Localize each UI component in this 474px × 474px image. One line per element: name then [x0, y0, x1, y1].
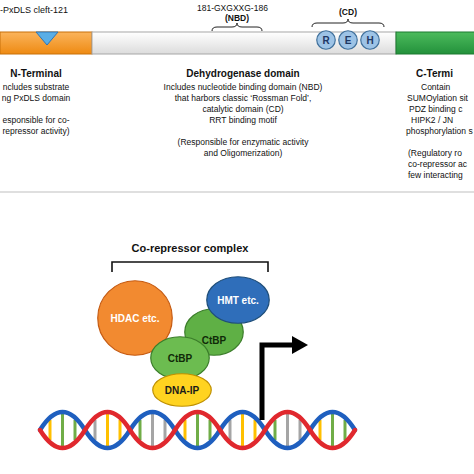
node-text: R	[322, 35, 329, 46]
dna-rung	[331, 413, 334, 447]
residue-circle: R	[316, 30, 336, 50]
nbd-brace	[212, 23, 262, 31]
dna-strand	[40, 412, 355, 448]
node-body: H	[360, 30, 380, 50]
motif-label: 181-GXGXXG-186	[197, 3, 268, 14]
transcription-arrow	[262, 345, 294, 420]
dna-rung	[74, 420, 77, 440]
dna-rung	[209, 420, 212, 440]
complex-heading: Co-repressor complex	[132, 243, 249, 254]
dna-rung	[254, 420, 257, 440]
node-text: E	[345, 35, 352, 46]
dna-rung	[274, 420, 277, 440]
dna-rung	[241, 413, 244, 447]
region-text: Includes nucleotide binding domain (NBD)…	[160, 82, 326, 104]
cleft-marker	[36, 32, 58, 45]
node-ellipse	[361, 31, 380, 50]
dna-rung	[49, 420, 52, 440]
region-text: SUMOylation sit	[407, 93, 468, 104]
dna-rung	[61, 413, 64, 447]
region-text: HIPK2 / JN	[411, 115, 453, 126]
region-text: RRT binding motif	[209, 115, 277, 126]
node-body: R	[316, 30, 336, 50]
node-text: CtBP	[168, 353, 192, 364]
region-text: phosphorylation s	[406, 126, 473, 137]
dna-rung	[299, 420, 302, 440]
hmt-blob: HMT etc.	[206, 276, 270, 324]
dna-rung	[229, 420, 232, 440]
dna-rung	[94, 420, 97, 440]
region-text: (Regulatory ro co-repressor ac few inter…	[408, 148, 470, 181]
node-ellipse	[317, 31, 336, 50]
region-text: ncludes substrate ng PxDLS domain	[0, 82, 72, 104]
node-text: HDAC etc.	[111, 313, 160, 324]
dehydrogenase-segment	[92, 32, 396, 54]
dna-rung	[319, 420, 322, 440]
complex-bracket	[112, 262, 268, 272]
dna-rung	[106, 413, 109, 447]
node-ellipse	[153, 374, 212, 407]
motif-label: -PxDLS cleft-121	[0, 5, 68, 16]
dna-rung	[286, 413, 289, 447]
region-text: Contain	[421, 82, 450, 93]
node-ellipse	[207, 277, 270, 324]
region-text: catalytic domain (CD)	[202, 104, 283, 115]
domain-abbrev: (CD)	[339, 7, 357, 18]
c-terminal-segment	[396, 32, 474, 54]
region-text: esponsible for co- repressor activity)	[0, 115, 72, 137]
node-ellipse	[151, 337, 210, 380]
region-text: PDZ binding c	[409, 104, 462, 115]
cd-brace	[312, 19, 384, 27]
node-body: HMT etc.	[206, 276, 270, 324]
node-body: DNA-IP	[152, 373, 212, 407]
node-ellipse	[339, 31, 358, 50]
node-text: HMT etc.	[217, 295, 259, 306]
region-heading: C-Termi	[416, 68, 453, 79]
region-heading: N-Terminal	[10, 68, 62, 79]
node-text: H	[366, 35, 373, 46]
node-text: DNA-IP	[165, 385, 199, 396]
residue-circle: H	[360, 30, 380, 50]
dna-rung	[164, 420, 167, 440]
node-body: E	[338, 30, 358, 50]
node-text: CtBP	[202, 335, 226, 346]
dna-rung	[119, 420, 122, 440]
domain-abbrev: (NBD)	[225, 13, 249, 24]
n-terminal-segment	[0, 32, 92, 54]
dna-rung	[151, 413, 154, 447]
transcription-arrowhead	[292, 336, 308, 354]
dna-ip-blob: DNA-IP	[152, 373, 212, 407]
dna-rung	[184, 420, 187, 440]
dna-rung	[196, 413, 199, 447]
dna-rung	[344, 420, 347, 440]
region-text: (Responsible for enzymatic activity and …	[176, 137, 311, 159]
panel-separator	[0, 192, 474, 193]
dna-rung	[139, 420, 142, 440]
region-heading: Dehydrogenase domain	[186, 68, 299, 79]
residue-circle: E	[338, 30, 358, 50]
dna-strand	[40, 412, 355, 448]
